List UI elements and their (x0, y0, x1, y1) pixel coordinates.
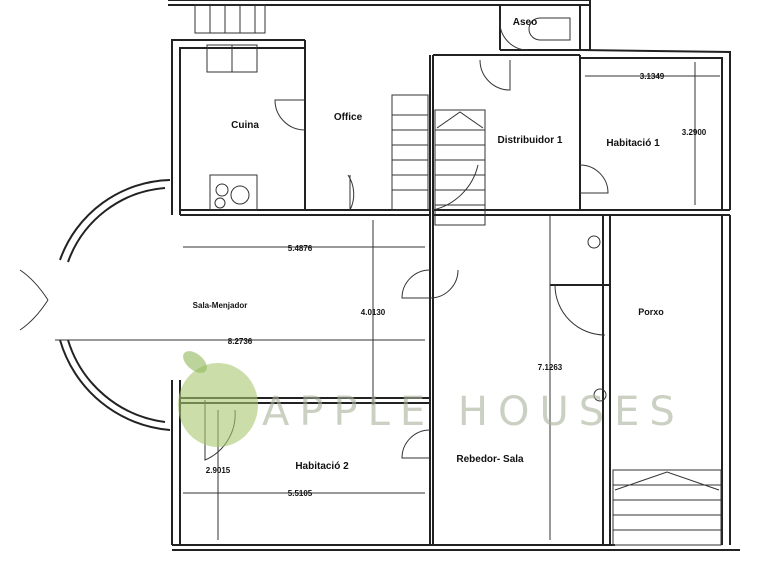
room-label-distribuidor: Distribuidor 1 (497, 135, 562, 146)
dimension-lines (55, 62, 720, 540)
dim-hab1-depth: 3.2900 (682, 128, 707, 137)
watermark-text: APPLE HOUSES (262, 389, 685, 435)
dim-rebedor-depth: 7.1263 (538, 363, 563, 372)
room-label-asseo: Aseo (513, 17, 537, 28)
dim-hab2-depth: 2.9015 (206, 466, 231, 475)
room-label-sala-menjador: Sala-Menjador (193, 301, 248, 310)
watermark: APPLE HOUSES (178, 351, 685, 447)
stairs (194, 4, 722, 546)
bay-window (19, 179, 171, 431)
room-label-porxo: Porxo (638, 307, 664, 317)
apple-logo-icon (178, 351, 258, 447)
room-label-habitacio1: Habitació 1 (606, 138, 660, 149)
room-label-office: Office (334, 112, 363, 123)
dim-sala-depth: 4.0130 (361, 308, 386, 317)
room-label-habitacio2: Habitació 2 (295, 461, 349, 472)
room-label-cuina: Cuina (231, 120, 259, 131)
room-label-rebedor-sala: Rebedor- Sala (456, 454, 524, 465)
dim-sala-width-upper: 5.4876 (288, 244, 313, 253)
dim-hab1-width: 3.1349 (640, 72, 665, 81)
dim-hab2-width: 5.5105 (288, 489, 313, 498)
fixtures (206, 17, 607, 402)
dim-sala-width-full: 8.2736 (228, 337, 253, 346)
walls (168, 0, 740, 551)
